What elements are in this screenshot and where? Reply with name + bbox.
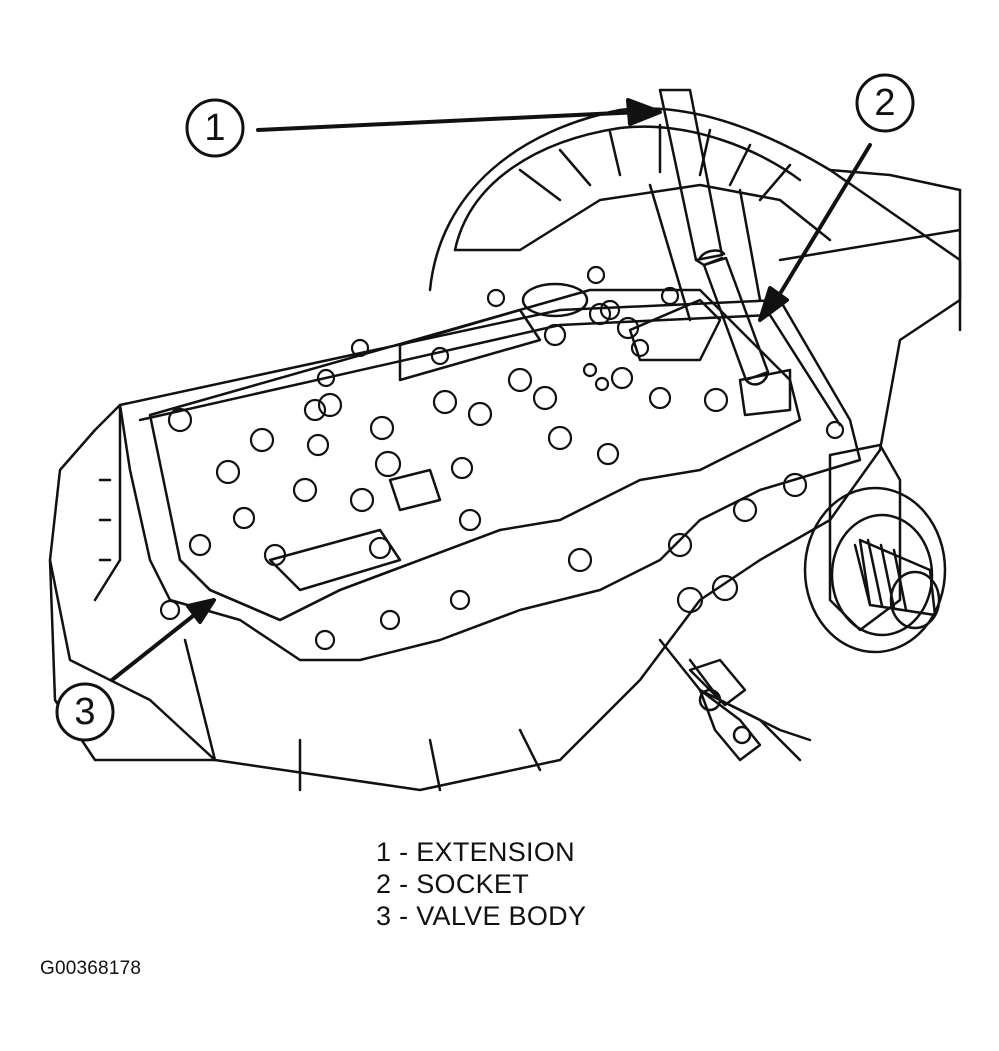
valve-body-bolts <box>167 265 729 567</box>
callout-1-number: 1 <box>204 107 225 149</box>
output-shaft <box>803 443 947 654</box>
legend-item-2: 2 - SOCKET <box>376 869 530 899</box>
callout-2: 2 <box>855 73 915 133</box>
extension-tool <box>658 88 726 267</box>
valve-body <box>148 282 802 622</box>
leader-arrow-1 <box>256 98 662 132</box>
callout-2-number: 2 <box>874 82 895 124</box>
flange-bolts <box>159 420 845 651</box>
leader-arrow-3 <box>110 598 216 682</box>
shift-linkage <box>658 638 812 762</box>
figure-id: G00368178 <box>40 958 142 979</box>
pan-flange <box>118 298 862 662</box>
legend-item-3: 3 - VALVE BODY <box>376 901 587 931</box>
legend: 1 - EXTENSION 2 - SOCKET 3 - VALVE BODY <box>376 836 586 932</box>
leader-arrow-2 <box>758 143 872 322</box>
transmission-case <box>48 188 962 792</box>
legend-item-1: 1 - EXTENSION <box>376 837 575 867</box>
bell-housing <box>428 107 962 332</box>
callout-1: 1 <box>185 98 245 158</box>
callout-3: 3 <box>55 682 115 742</box>
callout-3-number: 3 <box>74 691 95 733</box>
socket-tool <box>702 256 770 386</box>
